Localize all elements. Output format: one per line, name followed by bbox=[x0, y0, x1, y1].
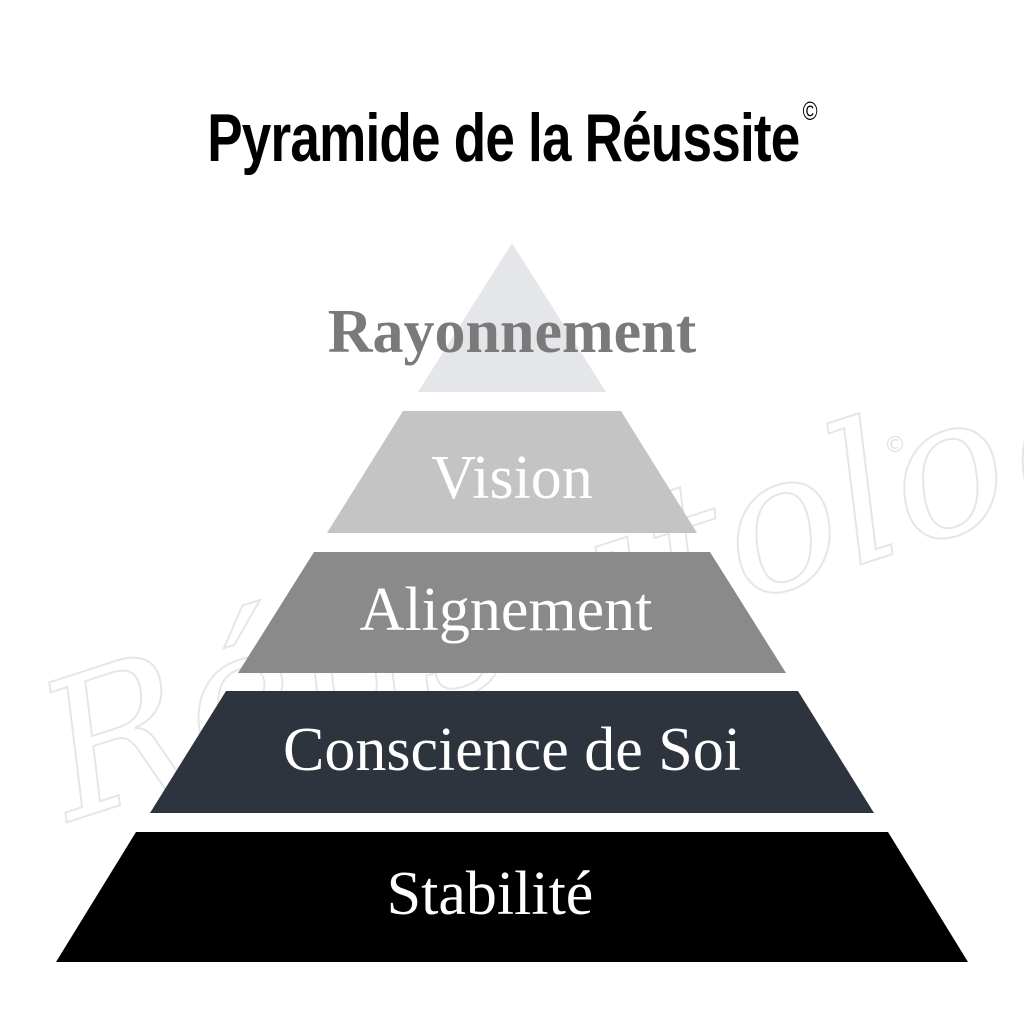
copyright-mark: © bbox=[802, 95, 818, 126]
tier-1-shape bbox=[418, 243, 606, 392]
tier-5: Stabilité bbox=[56, 832, 968, 962]
watermark-copyright-mark: © bbox=[884, 433, 906, 458]
tier-3-shape bbox=[238, 552, 786, 673]
tier-5-shape bbox=[56, 832, 968, 962]
tier-4-label: Conscience de Soi bbox=[283, 716, 741, 784]
tier-4-shape bbox=[150, 691, 874, 813]
tier-3-label: Alignement bbox=[360, 576, 653, 644]
tier-5-label: Stabilité bbox=[387, 860, 594, 928]
tier-1: Rayonnement bbox=[328, 243, 697, 392]
tier-1-label: Rayonnement bbox=[328, 298, 697, 366]
tier-3: Alignement bbox=[238, 552, 786, 673]
tier-4: Conscience de Soi bbox=[150, 691, 874, 813]
page-title: Pyramide de la Réussite© bbox=[113, 98, 912, 172]
title-text: Pyramide de la Réussite bbox=[207, 99, 800, 176]
tier-2-shape bbox=[327, 411, 697, 533]
tier-2: Vision bbox=[327, 411, 697, 533]
tier-2-label: Vision bbox=[431, 444, 593, 512]
